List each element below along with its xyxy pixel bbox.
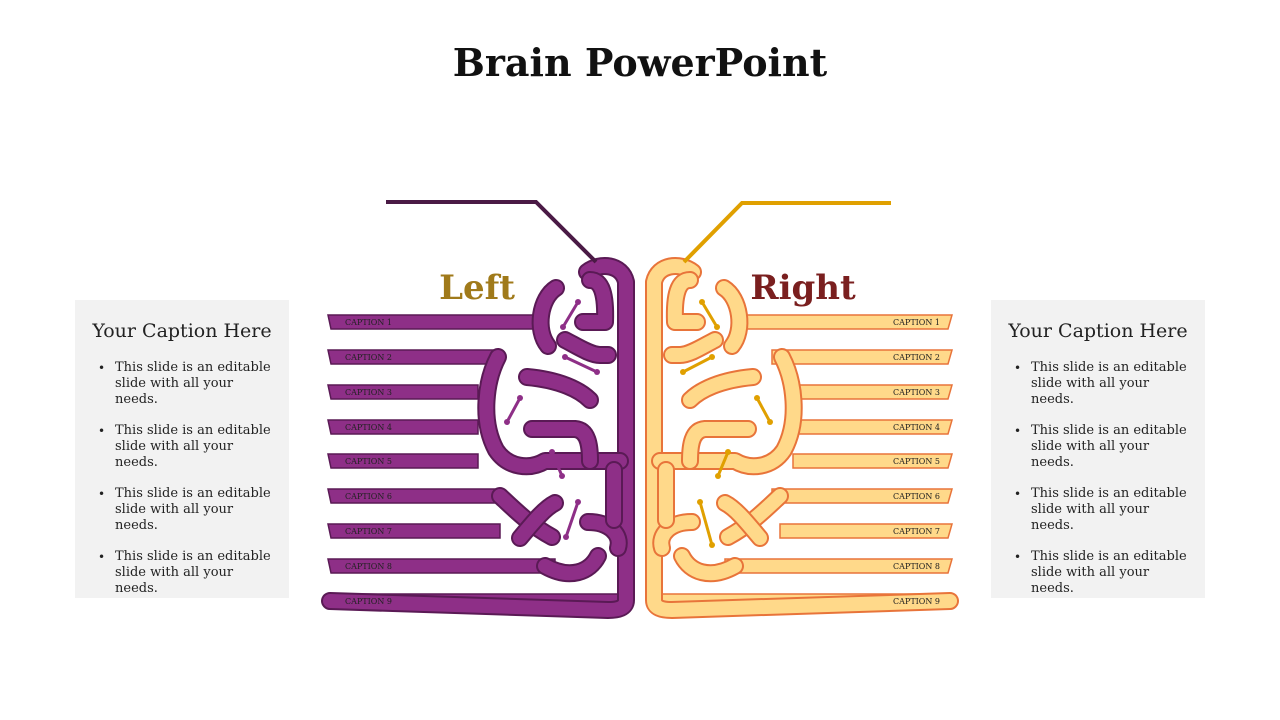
left-caption-4: CAPTION 4 xyxy=(345,423,392,432)
left-gyrus-11 xyxy=(565,340,608,355)
right-node-3 xyxy=(754,395,773,425)
right-caption-texts: CAPTION 1 CAPTION 2 CAPTION 3 CAPTION 4 CAPT… xyxy=(893,318,940,606)
left-caption-9: CAPTION 9 xyxy=(345,597,392,606)
left-gyrus-1 xyxy=(541,288,556,346)
right-caption-8: CAPTION 8 xyxy=(893,562,940,571)
left-caption-3: CAPTION 3 xyxy=(345,388,392,397)
right-caption-3: CAPTION 3 xyxy=(893,388,940,397)
left-caption-texts: CAPTION 1 CAPTION 2 CAPTION 3 CAPTION 4 CAPT… xyxy=(345,318,392,606)
left-caption-1: CAPTION 1 xyxy=(345,318,392,327)
right-caption-5: CAPTION 5 xyxy=(893,457,940,466)
left-node-5 xyxy=(563,499,581,540)
left-caption-7: CAPTION 7 xyxy=(345,527,392,536)
left-caption-6: CAPTION 6 xyxy=(345,492,392,501)
right-caption-9: CAPTION 9 xyxy=(893,597,940,606)
pointer-lines xyxy=(386,202,891,262)
right-label: Right xyxy=(750,268,856,308)
left-gyrus-2 xyxy=(583,280,605,322)
right-gyrus-4 xyxy=(690,377,753,400)
right-caption-1: CAPTION 1 xyxy=(893,318,940,327)
right-caption-6: CAPTION 6 xyxy=(893,492,940,501)
right-gyrus-2 xyxy=(675,280,697,322)
left-caption-2: CAPTION 2 xyxy=(345,353,392,362)
right-caption-7: CAPTION 7 xyxy=(893,527,940,536)
left-caption-5: CAPTION 5 xyxy=(345,457,392,466)
left-node-3 xyxy=(504,395,523,425)
right-gyrus-1 xyxy=(724,288,739,346)
right-pointer-line xyxy=(684,203,891,262)
left-pointer-line xyxy=(386,202,596,262)
right-caption-4: CAPTION 4 xyxy=(893,423,940,432)
left-label: Left xyxy=(439,268,515,308)
left-gyrus-4 xyxy=(527,377,590,400)
left-caption-8: CAPTION 8 xyxy=(345,562,392,571)
right-gyrus-11 xyxy=(672,340,715,355)
right-caption-2: CAPTION 2 xyxy=(893,353,940,362)
